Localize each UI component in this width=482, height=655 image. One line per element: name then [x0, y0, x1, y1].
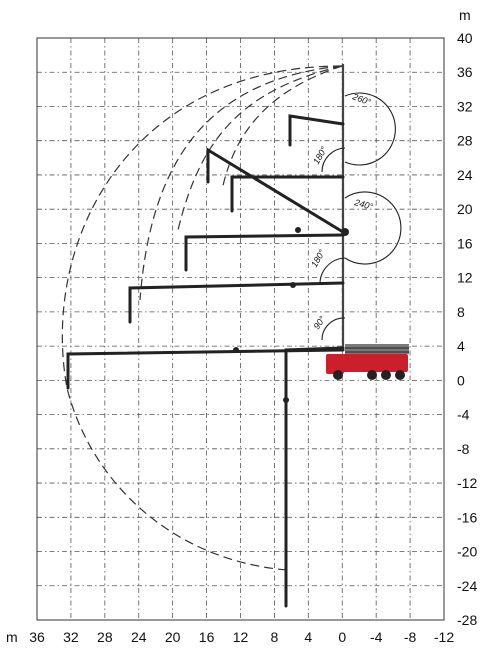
boom-joints: [233, 227, 349, 403]
x-tick-label: 28: [97, 629, 113, 645]
y-tick-label: 8: [457, 304, 465, 320]
angle-label-180-lower: 180°: [309, 248, 327, 269]
truck-boom-pack: [345, 344, 409, 354]
x-tick-label: 0: [338, 629, 346, 645]
angle-arc-240: [344, 191, 402, 265]
angle-arc-260: [344, 92, 396, 166]
boom-middle-horizontal: [184, 233, 345, 272]
truck-wheel: [333, 370, 343, 380]
joint: [290, 282, 296, 288]
plot-frame: [36, 37, 445, 621]
y-tick-label: 20: [457, 201, 473, 217]
y-tick-label: -20: [457, 544, 477, 560]
boom-full-horizontal: [66, 348, 345, 390]
angle-label-180-upper: 180°: [311, 145, 329, 166]
x-tick-label: 20: [165, 629, 181, 645]
boom-lower-horizontal: [128, 281, 345, 324]
angle-arc-180-upper: [321, 147, 346, 173]
x-tick-label: -8: [404, 629, 417, 645]
envelope-outer: [61, 65, 343, 571]
x-tick-label: 16: [199, 629, 215, 645]
joint: [283, 397, 289, 403]
joint: [295, 227, 301, 233]
x-unit-label: m: [6, 629, 18, 645]
joint: [341, 228, 349, 236]
y-tick-label: -24: [457, 578, 477, 594]
y-tick-label: 0: [457, 372, 465, 388]
envelope-mid-2: [177, 65, 343, 231]
y-tick-label: -12: [457, 475, 477, 491]
y-tick-label: 4: [457, 338, 465, 354]
x-tick-label: -4: [370, 629, 383, 645]
x-tick-label: 24: [131, 629, 147, 645]
y-tick-label: 12: [457, 270, 473, 286]
angle-arc-180-lower: [319, 257, 346, 286]
x-tick-label: 32: [63, 629, 79, 645]
envelope-inner: [221, 65, 343, 191]
y-tick-label: 40: [457, 30, 473, 46]
grid: [36, 37, 445, 621]
envelope-mid-1: [139, 65, 343, 301]
boom-diagonal: [206, 147, 345, 234]
y-tick-label: 28: [457, 133, 473, 149]
y-tick-label: -16: [457, 509, 477, 525]
y-tick-label: 24: [457, 167, 473, 183]
truck-body: [342, 354, 408, 372]
joint: [233, 347, 239, 353]
angle-arc-90: [321, 317, 346, 341]
y-tick-label: -28: [457, 612, 477, 628]
y-unit-label: m: [459, 7, 471, 23]
truck-wheel: [381, 370, 391, 380]
y-tick-label: -8: [457, 441, 470, 457]
angle-label-260: 260°: [350, 91, 372, 107]
x-tick-label: 8: [271, 629, 279, 645]
y-tick-label: 16: [457, 235, 473, 251]
boom-top: [288, 114, 345, 147]
x-tick-labels: 36 32 28 24 20 16 12 8 4 0 -4 -8 -12: [29, 629, 454, 645]
x-tick-label: 36: [29, 629, 45, 645]
truck-wheel: [367, 370, 377, 380]
x-tick-label: 12: [233, 629, 249, 645]
truck-cab: [326, 354, 344, 374]
y-tick-label: 36: [457, 64, 473, 80]
pump-truck: [326, 344, 409, 380]
angle-indicators: 90° 180° 240° 180° 260°: [309, 91, 402, 341]
y-tick-label: 32: [457, 98, 473, 114]
truck-wheel: [395, 370, 405, 380]
x-tick-label: 4: [304, 629, 312, 645]
boom-positions: [66, 114, 349, 608]
y-tick-label: -4: [457, 407, 470, 423]
boom-deep-drop: [284, 346, 345, 608]
x-tick-label: -12: [434, 629, 454, 645]
reach-envelopes: [61, 65, 343, 571]
boom-upper-horizontal: [230, 175, 345, 213]
angle-label-240: 240°: [353, 197, 375, 212]
